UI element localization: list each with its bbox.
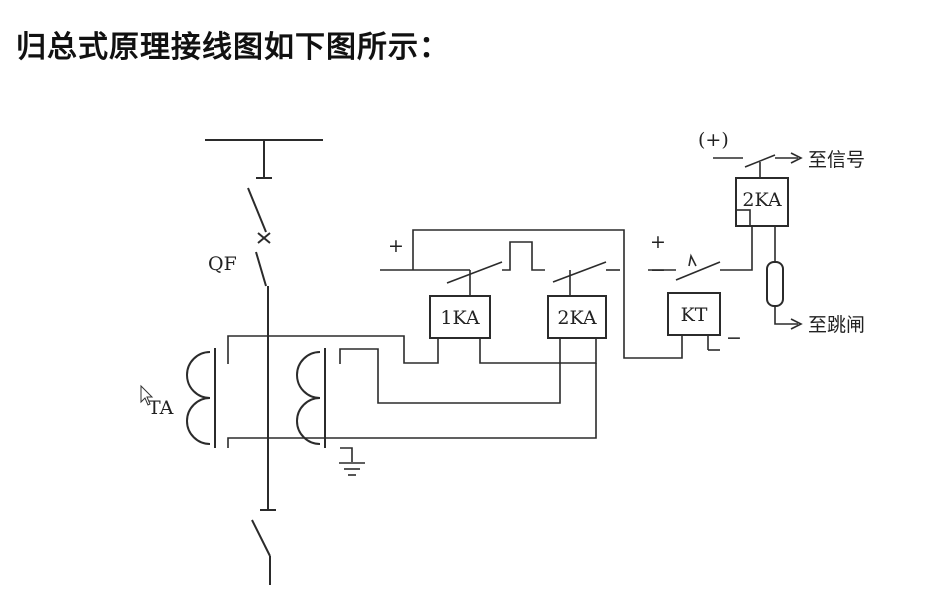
- secondary-wiring: [227, 335, 597, 476]
- signal-arrow-icon: [790, 152, 803, 164]
- page-title: 归总式原理接线图如下图所示：: [16, 30, 450, 65]
- ta-label: TA: [148, 397, 174, 419]
- relay-1ka-label: 1KA: [440, 307, 480, 329]
- contact-2ka: [552, 261, 607, 283]
- current-transformer-1: [186, 348, 216, 448]
- trip-arrow-icon: [790, 318, 803, 330]
- to-signal-label: 至信号: [808, 149, 865, 171]
- qf-label: QF: [208, 253, 237, 275]
- plus-label-2: +: [650, 231, 666, 253]
- to-trip-label: 至跳闸: [808, 314, 865, 336]
- control-circuit: [380, 152, 803, 359]
- relay-1ka: 1KA: [429, 295, 491, 339]
- contact-1ka: [446, 261, 503, 284]
- trip-fuse: [766, 261, 784, 307]
- lower-disconnector-blade: [251, 519, 271, 557]
- mouse-cursor-icon: [140, 384, 154, 406]
- current-transformer-2: [296, 348, 326, 448]
- relay-2ka-label: 2KA: [557, 307, 597, 329]
- contact-signal: [744, 154, 776, 168]
- relay-2ka-signal: 2KA: [735, 177, 789, 227]
- relay-2ka: 2KA: [547, 295, 607, 339]
- relay-2ka-signal-label: 2KA: [742, 189, 782, 211]
- breaker-qf-blade: [255, 251, 267, 287]
- relay-kt-label: KT: [681, 304, 708, 326]
- plus-label-1: +: [388, 235, 404, 257]
- minus-label-1: −: [650, 259, 666, 281]
- disconnector-blade: [247, 187, 267, 233]
- minus-label-kt: −: [726, 327, 742, 349]
- plus-paren-label: (+): [698, 129, 729, 151]
- relay-kt: KT: [667, 292, 721, 336]
- contact-kt: [675, 261, 721, 281]
- main-circuit: [205, 139, 323, 585]
